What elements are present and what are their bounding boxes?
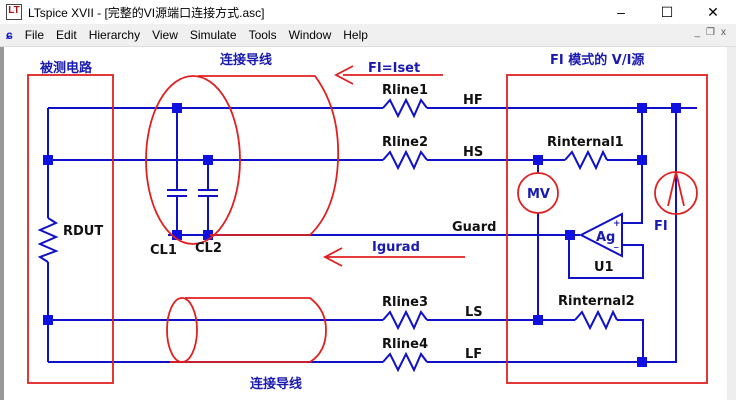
rline2-resistor — [382, 149, 428, 171]
menu-tools[interactable]: Tools — [248, 28, 277, 42]
wires — [37, 97, 697, 373]
rline4-resistor — [382, 351, 428, 373]
mdi-restore-button[interactable]: ❐ — [706, 27, 721, 38]
plus-label: + — [613, 219, 621, 229]
hf-label: HF — [463, 93, 483, 108]
guard-label: Guard — [452, 220, 496, 235]
mv-meter — [517, 172, 559, 214]
rinternal2-label: Rinternal2 — [558, 294, 635, 309]
menu-hierarchy[interactable]: Hierarchy — [88, 28, 141, 42]
rinternal1-label: Rinternal1 — [547, 135, 624, 150]
dut-label: 被测电路 — [39, 60, 93, 76]
mdi-minimize-button[interactable]: _ — [694, 27, 707, 38]
rline1-label: Rline1 — [382, 83, 428, 98]
rdut-label: RDUT — [63, 224, 103, 239]
menu-help[interactable]: Help — [343, 28, 368, 42]
rinternal2-resistor — [574, 309, 618, 331]
lf-label: LF — [465, 347, 482, 362]
menu-window[interactable]: Window — [288, 28, 332, 42]
ltspice-logo-icon: LT — [6, 4, 22, 20]
ag-label: Ag — [596, 230, 615, 245]
u1-label: U1 — [594, 260, 614, 275]
maximize-button[interactable]: ☐ — [660, 4, 674, 20]
annotations — [27, 65, 708, 384]
rline3-label: Rline3 — [382, 295, 428, 310]
cable-top-label: 连接导线 — [220, 52, 272, 68]
source-label: FI 模式的 V/I源 — [550, 52, 644, 68]
cl2-label: CL2 — [195, 241, 222, 256]
cable-bottom-label: 连接导线 — [250, 376, 302, 392]
rdut-resistor — [37, 217, 59, 263]
source-box — [506, 74, 708, 384]
rinternal1-resistor — [564, 149, 608, 171]
hs-label: HS — [463, 145, 483, 160]
ls-label: LS — [465, 305, 483, 320]
cl1-label: CL1 — [150, 243, 177, 258]
igurad-label: Igurad — [372, 240, 420, 255]
menu-edit[interactable]: Edit — [56, 28, 77, 42]
rline2-label: Rline2 — [382, 135, 428, 150]
fi-label: FI — [654, 219, 668, 234]
window-title: LTspice XVII - [完整的VI源端口连接方式.asc] — [28, 5, 265, 20]
app-menu-icon[interactable]: ɕ — [6, 28, 13, 42]
close-button[interactable]: ✕ — [707, 4, 719, 20]
minimize-button[interactable]: – — [617, 4, 625, 20]
rline4-label: Rline4 — [382, 337, 428, 352]
dut-box — [27, 74, 114, 384]
schematic-canvas[interactable]: 被测电路 连接导线 连接导线 FI 模式的 V/I源 FI=Iset Igura… — [0, 47, 736, 400]
minus-label: _ — [614, 239, 619, 249]
mv-label: MV — [527, 187, 550, 202]
title-bar: LT LTspice XVII - [完整的VI源端口连接方式.asc] – ☐… — [0, 0, 736, 24]
junction-dots — [43, 103, 681, 367]
fi-iset-label: FI=Iset — [368, 61, 420, 76]
menu-file[interactable]: File — [24, 28, 45, 42]
mdi-close-button[interactable]: x — [721, 27, 732, 38]
rline1-resistor — [382, 97, 428, 119]
menu-view[interactable]: View — [152, 28, 178, 42]
menu-simulate[interactable]: Simulate — [189, 28, 237, 42]
rline3-resistor — [382, 309, 428, 331]
menu-bar: ɕ File Edit Hierarchy View Simulate Tool… — [0, 24, 736, 47]
